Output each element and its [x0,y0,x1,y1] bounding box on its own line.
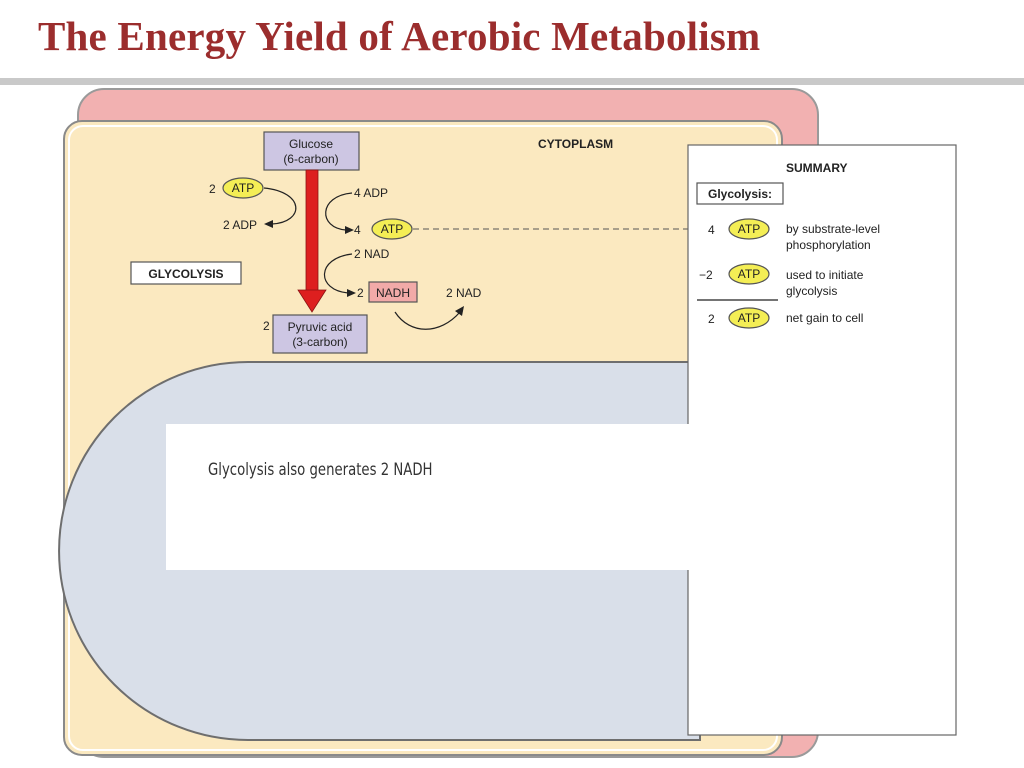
summary-row-2-count: −2 [699,268,713,282]
atp-invested-count: 2 [209,182,216,196]
summary-row-3-atp [728,307,770,329]
atp-production-arrow [325,192,353,231]
glycolysis-label: GLYCOLYSIS [148,267,223,281]
svg-text:NADH: NADH [376,286,410,300]
summary-row-2-text-2: glycolysis [786,284,837,298]
glucose-carbons: (6-carbon) [283,152,338,166]
pyruvate-box [272,314,368,354]
svg-text:ATP: ATP [738,267,760,281]
svg-text:ATP: ATP [738,222,760,236]
nadh-count: 2 [357,286,364,300]
svg-text:ATP: ATP [381,222,403,236]
cytoplasm-label: CYTOPLASM [538,137,613,151]
glycolysis-label-box [130,261,242,285]
pyruvate-carbons: (3-carbon) [292,335,347,349]
summary-panel [687,144,957,736]
pyruvate-count: 2 [263,319,270,333]
page-title: The Energy Yield of Aerobic Metabolism [38,13,761,59]
caption-text: Glycolysis also generates 2 NADH [208,460,433,480]
caption-box: Glycolysis also generates 2 NADH [166,424,696,570]
adp-in-label: 4 ADP [354,186,388,200]
summary-row-1-text-2: phosphorylation [786,238,871,252]
nad-in-label: 2 NAD [354,247,390,261]
summary-row-2-atp [728,263,770,285]
summary-heading: SUMMARY [786,161,848,175]
adp-out-label: 2 ADP [223,218,257,232]
glycolysis-arrow [305,169,319,293]
summary-row-1-text-1: by substrate-level [786,222,880,236]
nad-out-label: 2 NAD [446,286,482,300]
pyruvate-label: Pyruvic acid [288,320,353,334]
svg-text:ATP: ATP [232,181,254,195]
summary-row-3-count: 2 [708,312,715,326]
summary-subheading-box [696,182,784,205]
summary-row-2-text-1: used to initiate [786,268,864,282]
summary-row-1-atp [728,218,770,240]
summary-row-3-text: net gain to cell [786,311,863,325]
atp-invested-badge [222,177,264,199]
svg-text:ATP: ATP [738,311,760,325]
nad-reduction-arrow [323,253,353,294]
glycolysis-arrowhead [297,289,327,313]
atp-investment-arrow [263,187,297,225]
atp-produced-badge [371,218,413,240]
summary-row-1-count: 4 [708,223,715,237]
title-divider [0,78,1024,85]
summary-subheading: Glycolysis: [708,187,772,201]
nadh-badge [368,281,418,303]
nad-regeneration-arrow [394,311,461,330]
glucose-label: Glucose [289,137,333,151]
atp-produced-count: 4 [354,223,361,237]
